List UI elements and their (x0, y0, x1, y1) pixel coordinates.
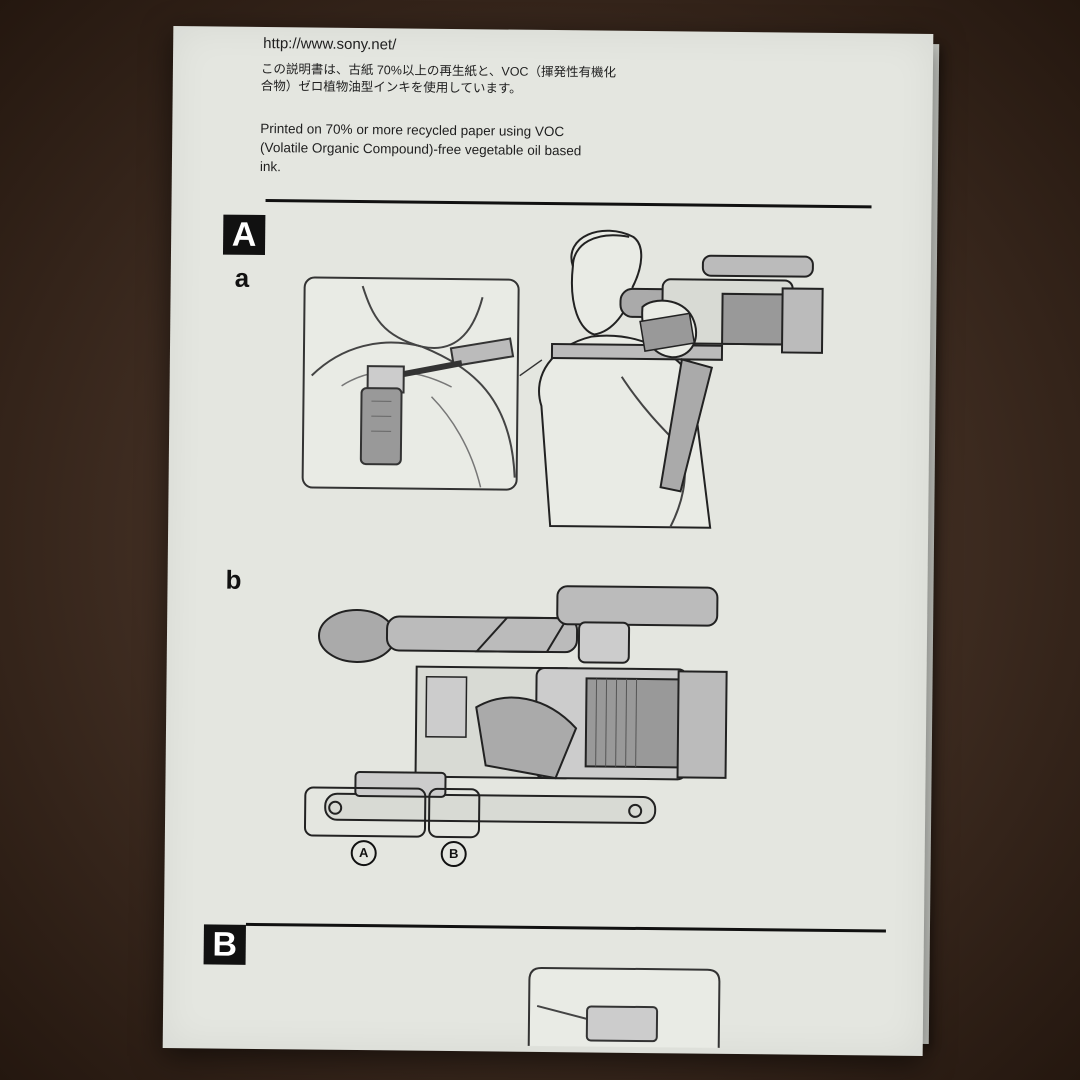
subsection-b-label: b (225, 564, 242, 595)
english-recycling-notice: Printed on 70% or more recycled paper us… (259, 120, 582, 175)
subsection-a-label: a (234, 262, 250, 293)
section-a-label: A (222, 214, 266, 256)
website-url: http://www.sony.net/ (263, 34, 397, 54)
japanese-recycling-notice: この説明書は、古紙 70%以上の再生紙と、VOC（揮発性有機化合物）ゼロ植物油型… (260, 61, 617, 96)
manual-page: http://www.sony.net/ この説明書は、古紙 70%以上の再生紙… (162, 26, 934, 1056)
camcorder-side-view-illustration (303, 585, 728, 839)
callout-a-marker: A (350, 839, 377, 867)
section-b-rule (245, 922, 886, 933)
section-a-rule (265, 199, 872, 209)
shoulder-pad-detail-illustration (301, 276, 520, 491)
section-b-label: B (203, 924, 246, 965)
callout-b-marker: B (440, 840, 467, 868)
section-b-partial-illustration (527, 966, 721, 1048)
person-shooting-camcorder-illustration (519, 229, 824, 529)
